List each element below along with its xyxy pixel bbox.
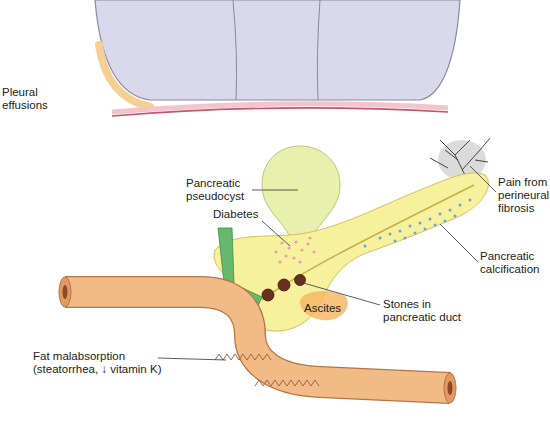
calcification-dots bbox=[364, 199, 472, 248]
diaphragm-line bbox=[112, 108, 448, 116]
duodenum-lumen bbox=[63, 285, 68, 299]
duodenum-end bbox=[444, 373, 456, 403]
pseudocyst bbox=[262, 146, 340, 238]
lung-base bbox=[95, 0, 460, 100]
mucosal-folds bbox=[215, 354, 271, 360]
callout-label: Pancreatic pseudocyst bbox=[186, 177, 252, 203]
callout-label: Pleural effusions bbox=[2, 86, 64, 112]
callout-label: Diabetes bbox=[213, 208, 273, 221]
lobe-divider bbox=[317, 0, 320, 100]
islet-dots bbox=[274, 236, 315, 263]
duct-stones bbox=[262, 275, 306, 302]
leader-lines bbox=[158, 166, 496, 360]
callout-label: Ascites bbox=[304, 302, 354, 315]
pancreatic-duct bbox=[262, 185, 474, 300]
duodenum-lumen bbox=[448, 381, 453, 395]
callout-label: Fat malabsorption (steatorrhea, ↓ vitami… bbox=[33, 350, 173, 376]
callout-label: Pain from perineural fibrosis bbox=[498, 176, 550, 215]
callout-label: Pancreatic calcification bbox=[480, 250, 550, 276]
lobe-divider bbox=[233, 0, 237, 100]
pleural-effusion bbox=[99, 45, 150, 107]
callout-label: Stones in pancreatic duct bbox=[383, 298, 473, 324]
mucosal-folds bbox=[255, 380, 319, 386]
duodenum-end bbox=[59, 277, 71, 307]
